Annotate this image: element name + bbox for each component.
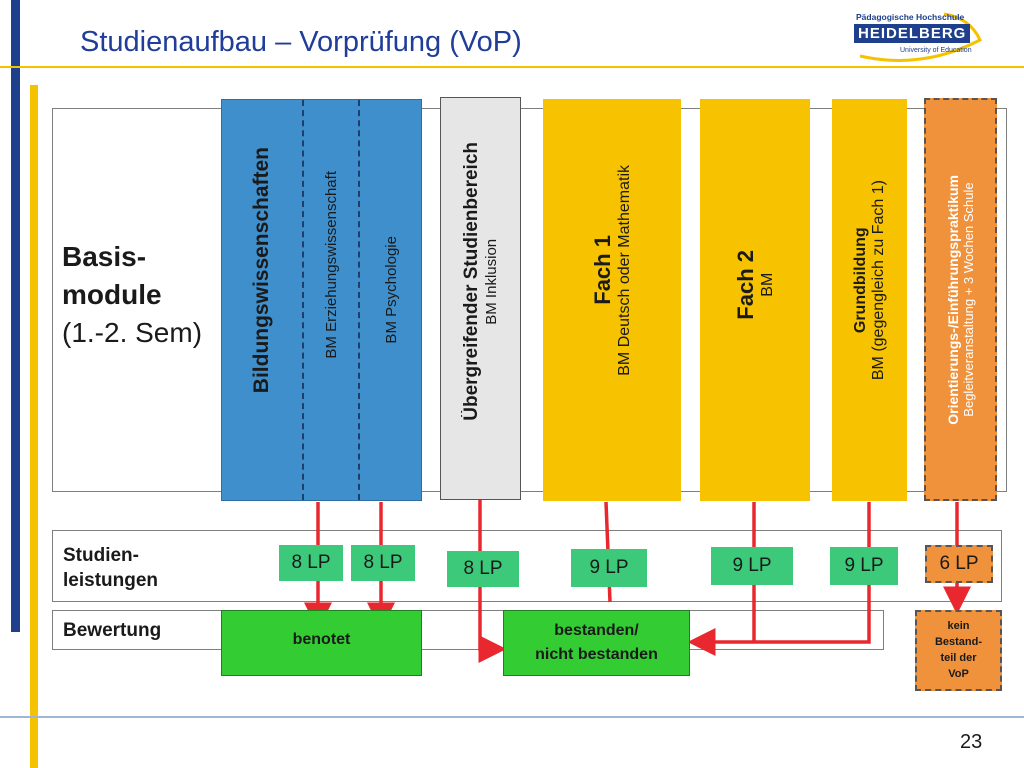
bildungswissenschaften-title: Bildungswissenschaften (250, 146, 273, 394)
logo-line2: HEIDELBERG (854, 24, 971, 43)
logo-swoosh-icon (859, 12, 982, 62)
column-grundbildung: Grundbildung BM (gegengleich zu Fach 1) (832, 99, 907, 501)
lp-box-praktikum: 6 LP (925, 545, 993, 583)
left-yellow-bar (30, 85, 38, 768)
lp-box-erziehungswissenschaft: 8 LP (279, 545, 343, 581)
lp-box-fach1: 9 LP (571, 549, 647, 587)
studienleistungen-label: Studien- leistungen (63, 543, 158, 593)
uebergreifend-title: Übergreifender Studienbereich (461, 141, 482, 421)
column-bildungswissenschaften: Bildungswissenschaften BM Erziehungswiss… (221, 99, 422, 501)
bewertung-label: Bewertung (63, 620, 162, 641)
fach2-title: Fach 2 (733, 250, 758, 320)
studienleistungen-line1: Studien- (63, 545, 139, 566)
column-fach2: Fach 2 BM (700, 99, 810, 501)
column-uebergreifender-studienbereich: Übergreifender Studienbereich BM Inklusi… (440, 97, 521, 500)
basismodule-label: Basis- module (1.-2. Sem) (62, 238, 202, 352)
fach2-sub: BM (759, 273, 776, 297)
kein-line1: kein (947, 620, 970, 632)
bm-psychologie-label: BM Psychologie (382, 236, 400, 344)
kein-bestandteil-box: kein Bestand- teil der VoP (915, 610, 1002, 691)
lp-box-grundbildung: 9 LP (830, 547, 898, 585)
kein-line2: Bestand- (934, 636, 983, 648)
lp-box-psychologie: 8 LP (351, 545, 415, 581)
bestanden-line1: bestanden/ (554, 622, 639, 639)
kein-line4: VoP (948, 668, 969, 680)
left-blue-bar (11, 0, 20, 632)
bestanden-box: bestanden/ nicht bestanden (503, 610, 690, 676)
grundbildung-title: Grundbildung (851, 227, 869, 333)
fach1-sub: BM Deutsch oder Mathematik (616, 164, 633, 376)
slide-title: Studienaufbau – Vorprüfung (VoP) (80, 26, 522, 58)
basismodule-line1: Basis- (62, 241, 147, 272)
page-number: 23 (960, 731, 983, 753)
benotet-box: benotet (221, 610, 422, 676)
column-orientierungspraktikum: Orientierungs-/Einführungspraktikum Begl… (924, 98, 997, 501)
header-rule (0, 66, 1024, 68)
column-divider-2 (358, 100, 360, 500)
logo-line3: University of Education (900, 47, 972, 54)
column-divider-1 (302, 100, 304, 500)
uebergreifend-sub: BM Inklusion (483, 238, 500, 324)
bestanden-line2: nicht bestanden (535, 646, 658, 663)
praktikum-sub: Begleitveranstaltung + 3 Wochen Schule (961, 182, 976, 417)
basismodule-line3: (1.-2. Sem) (62, 317, 203, 348)
bewertung-row (52, 610, 884, 650)
praktikum-title: Orientierungs-/Einführungspraktikum (945, 174, 961, 425)
university-logo: Pädagogische Hochschule HEIDELBERG Unive… (852, 10, 984, 64)
studienleistungen-line2: leistungen (63, 570, 159, 591)
column-fach1: Fach 1 BM Deutsch oder Mathematik (543, 99, 681, 501)
fach1-title: Fach 1 (590, 235, 615, 305)
lp-box-fach2: 9 LP (711, 547, 793, 585)
benotet-label: benotet (292, 631, 351, 648)
bm-erziehungswissenschaft-label: BM Erziehungswissenschaft (322, 171, 340, 359)
logo-line1: Pädagogische Hochschule (856, 12, 965, 22)
footer-rule (0, 716, 1024, 718)
basismodule-line2: module (62, 279, 162, 310)
grundbildung-sub: BM (gegengleich zu Fach 1) (869, 179, 887, 381)
kein-line3: teil der (940, 652, 977, 664)
lp-box-inklusion: 8 LP (447, 551, 519, 587)
